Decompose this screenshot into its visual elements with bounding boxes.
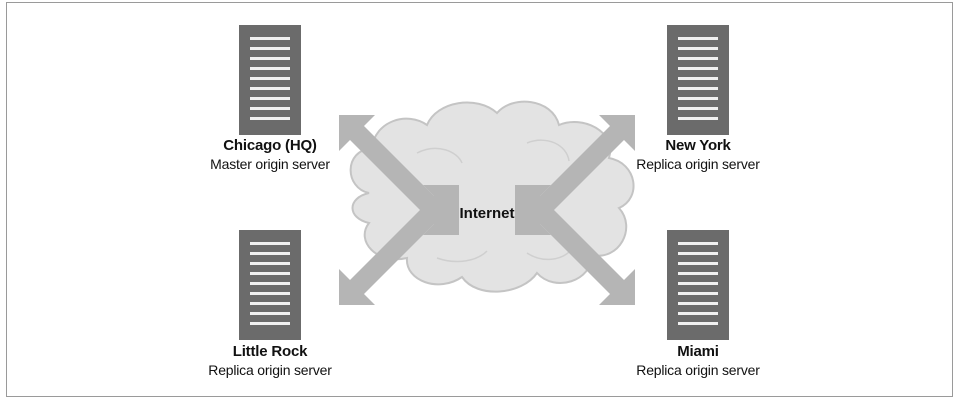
server-newyork-icon xyxy=(667,25,729,135)
server-label-miami: Miami Replica origin server xyxy=(598,343,798,379)
server-name: Chicago (HQ) xyxy=(223,137,317,154)
arrow-miami-internet xyxy=(515,185,635,305)
server-name: Miami xyxy=(677,343,719,360)
server-role: Master origin server xyxy=(210,156,330,172)
server-name: New York xyxy=(665,137,731,154)
server-littlerock-icon xyxy=(239,230,301,340)
server-miami-icon xyxy=(667,230,729,340)
internet-label: Internet xyxy=(459,205,515,222)
server-label-newyork: New York Replica origin server xyxy=(598,137,798,173)
diagram-frame: Internet Chicago (HQ) Master origin serv… xyxy=(6,2,953,397)
server-label-chicago: Chicago (HQ) Master origin server xyxy=(170,137,370,173)
server-chicago-icon xyxy=(239,25,301,135)
server-name: Little Rock xyxy=(232,343,308,360)
server-role: Replica origin server xyxy=(636,362,760,378)
network-diagram xyxy=(239,25,729,340)
server-role: Replica origin server xyxy=(636,156,760,172)
server-label-littlerock: Little Rock Replica origin server xyxy=(170,343,370,379)
server-role: Replica origin server xyxy=(208,362,332,378)
arrow-littlerock-internet xyxy=(339,185,459,305)
